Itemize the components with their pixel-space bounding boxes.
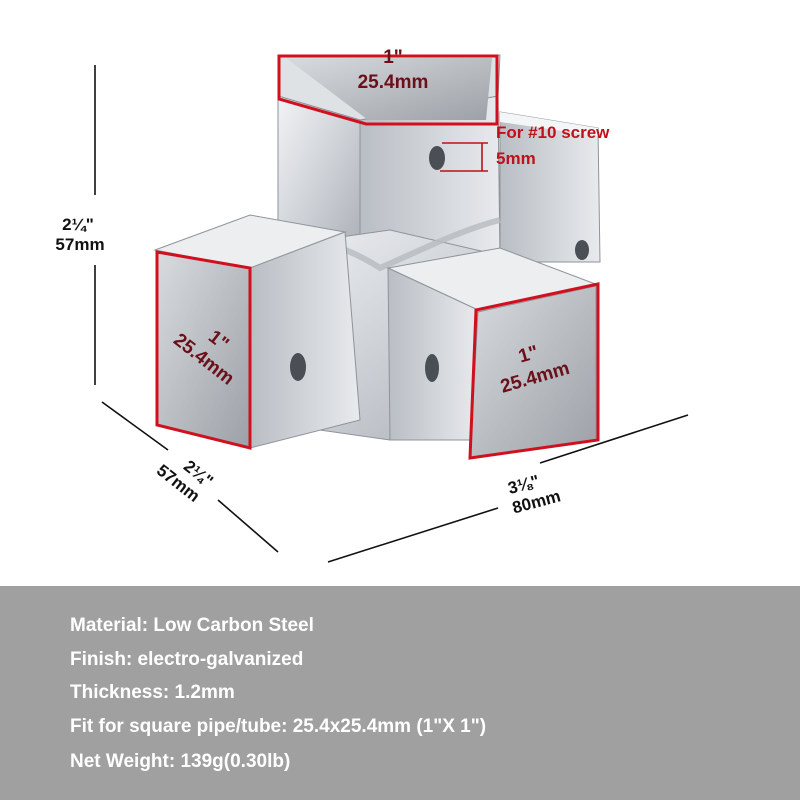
left-arm [153, 214, 361, 450]
height-inch-label: 2¼" [62, 215, 94, 234]
screw-size-label: 5mm [496, 149, 536, 168]
spec-fit: Fit for square pipe/tube: 25.4x25.4mm (1… [70, 716, 487, 737]
depth-dim-lower [217, 499, 279, 553]
spec-thickness: Thickness: 1.2mm [70, 682, 235, 703]
top-opening [286, 58, 492, 120]
depth-label-group: 2¼" 57mm [153, 456, 217, 505]
top-opening-inch-label: 1" [383, 47, 403, 68]
depth-dim-upper [101, 401, 169, 451]
screw-label: For #10 screw [496, 123, 610, 142]
spec-panel: Material: Low Carbon Steel Finish: elect… [0, 586, 800, 800]
connector-drawing: 2¼" 57mm 2¼" 57mm 3⅛" 80mm 1" 25.4mm 1" … [55, 47, 689, 563]
screw-hole-back [575, 240, 589, 260]
width-dim-right [539, 414, 689, 464]
top-opening-outline [277, 54, 499, 126]
screw-hole-top [429, 146, 445, 170]
spec-weight: Net Weight: 139g(0.30lb) [70, 751, 291, 772]
front-opening-outline [468, 282, 600, 460]
screw-hole-left [290, 353, 306, 381]
top-opening-mm-label: 25.4mm [358, 72, 429, 93]
width-label-group: 3⅛" 80mm [506, 471, 563, 517]
spec-finish: Finish: electro-galvanized [70, 649, 304, 670]
screw-hole-front [425, 354, 439, 382]
height-mm-label: 57mm [55, 235, 104, 254]
back-right-arm [499, 111, 601, 263]
left-opening-outline [155, 250, 252, 450]
top-arm [277, 54, 501, 263]
dimension-lines [94, 65, 689, 563]
width-dim-left [327, 507, 499, 563]
front-arm [386, 247, 600, 460]
spec-material: Material: Low Carbon Steel [70, 615, 314, 636]
